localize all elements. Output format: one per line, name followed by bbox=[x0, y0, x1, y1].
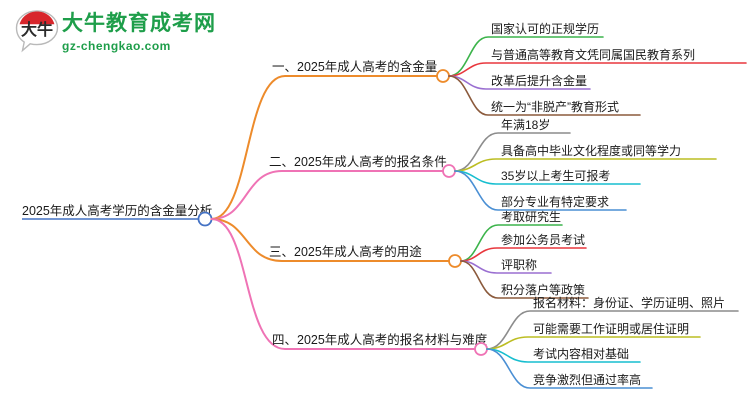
branch-4-leaf-2-connector bbox=[486, 336, 701, 350]
branch-1-leaf-2-connector bbox=[448, 62, 747, 77]
branch-1-label: 一、2025年成人高考的含金量 bbox=[272, 59, 437, 74]
branch-4-leaf-2-label: 可能需要工作证明或居住证明 bbox=[533, 322, 689, 336]
root-node-circle[interactable] bbox=[197, 211, 213, 227]
branch-2-label: 二、2025年成人高考的报名条件 bbox=[269, 154, 447, 169]
mindmap-root-node[interactable]: 2025年成人高考学历的含金量分析 bbox=[22, 203, 213, 227]
mindmap-branch-4[interactable]: 四、2025年成人高考的报名材料与难度 报名材料：身份证、学历证明、照片 可能需… bbox=[210, 218, 739, 389]
branch-2-leaf-4-connector bbox=[454, 170, 627, 211]
branch-2-leaf-2-connector bbox=[454, 158, 717, 172]
mindmap-branch-3[interactable]: 三、2025年成人高考的用途 考取研究生 参加公务员考试 评职称 积分落户等政策 bbox=[210, 209, 589, 299]
branch-2-leaf-2-label: 具备高中毕业文化程度或同等学力 bbox=[501, 143, 681, 158]
branch-4-node-circle[interactable] bbox=[474, 342, 488, 356]
brand-lockup: 大牛教育成考网 gz-chengkao.com bbox=[62, 12, 216, 54]
branch-2-leaf-1-label: 年满18岁 bbox=[501, 117, 550, 132]
branch-2-leaf-3-label: 35岁以上考生可报考 bbox=[501, 168, 610, 183]
branch-3-leaf-4-label: 积分落户等政策 bbox=[501, 282, 585, 297]
branch-4-label: 四、2025年成人高考的报名材料与难度 bbox=[272, 332, 488, 347]
brand-url: gz-chengkao.com bbox=[62, 39, 171, 53]
logo-glyph-text: 大牛 bbox=[21, 20, 53, 39]
speech-bubble-logo-icon: 大牛 bbox=[14, 9, 60, 53]
branch-1-node-circle[interactable] bbox=[436, 69, 450, 83]
branch-4-leaf-3-label: 考试内容相对基础 bbox=[533, 346, 629, 361]
branch-1-leaf-1-label: 国家认可的正规学历 bbox=[491, 21, 599, 36]
branch-1-connector bbox=[210, 75, 438, 220]
branch-4-connector bbox=[210, 218, 476, 350]
branch-3-node-circle[interactable] bbox=[448, 254, 462, 268]
branch-4-leaf-4-connector bbox=[486, 348, 653, 389]
branch-2-connector bbox=[210, 170, 444, 220]
branch-2-leaf-4-label: 部分专业有特定要求 bbox=[501, 194, 609, 209]
branch-4-leaf-4-label: 竞争激烈但通过率高 bbox=[533, 372, 641, 387]
site-header: 大牛 大牛教育成考网 gz-chengkao.com bbox=[0, 0, 750, 58]
mindmap-branch-2[interactable]: 二、2025年成人高考的报名条件 年满18岁 具备高中毕业文化程度或同等学力 3… bbox=[210, 117, 717, 220]
branch-3-label: 三、2025年成人高考的用途 bbox=[269, 244, 422, 259]
branch-3-leaf-4-connector bbox=[460, 260, 589, 299]
branch-1-leaf-4-label: 统一为“非脱产”教育形式 bbox=[491, 99, 619, 114]
branch-1-leaf-2-label: 与普通高等教育文凭同属国民教育系列 bbox=[491, 47, 695, 62]
branch-3-leaf-3-label: 评职称 bbox=[501, 258, 537, 272]
brand-name: 大牛教育成考网 bbox=[62, 12, 216, 35]
branch-3-connector bbox=[210, 218, 450, 262]
branch-1-leaf-3-label: 改革后提升含金量 bbox=[491, 73, 587, 88]
branch-3-leaf-2-connector bbox=[460, 247, 587, 262]
branch-1-leaf-4-connector bbox=[448, 75, 641, 116]
root-label: 2025年成人高考学历的含金量分析 bbox=[22, 203, 212, 218]
mindmap-branch-1[interactable]: 一、2025年成人高考的含金量 国家认可的正规学历 与普通高等教育文凭同属国民教… bbox=[210, 21, 747, 220]
branch-2-node-circle[interactable] bbox=[442, 164, 456, 178]
branch-3-leaf-1-label: 考取研究生 bbox=[501, 209, 561, 224]
branch-3-leaf-2-label: 参加公务员考试 bbox=[501, 232, 585, 247]
branch-4-leaf-1-label: 报名材料：身份证、学历证明、照片 bbox=[533, 295, 725, 310]
